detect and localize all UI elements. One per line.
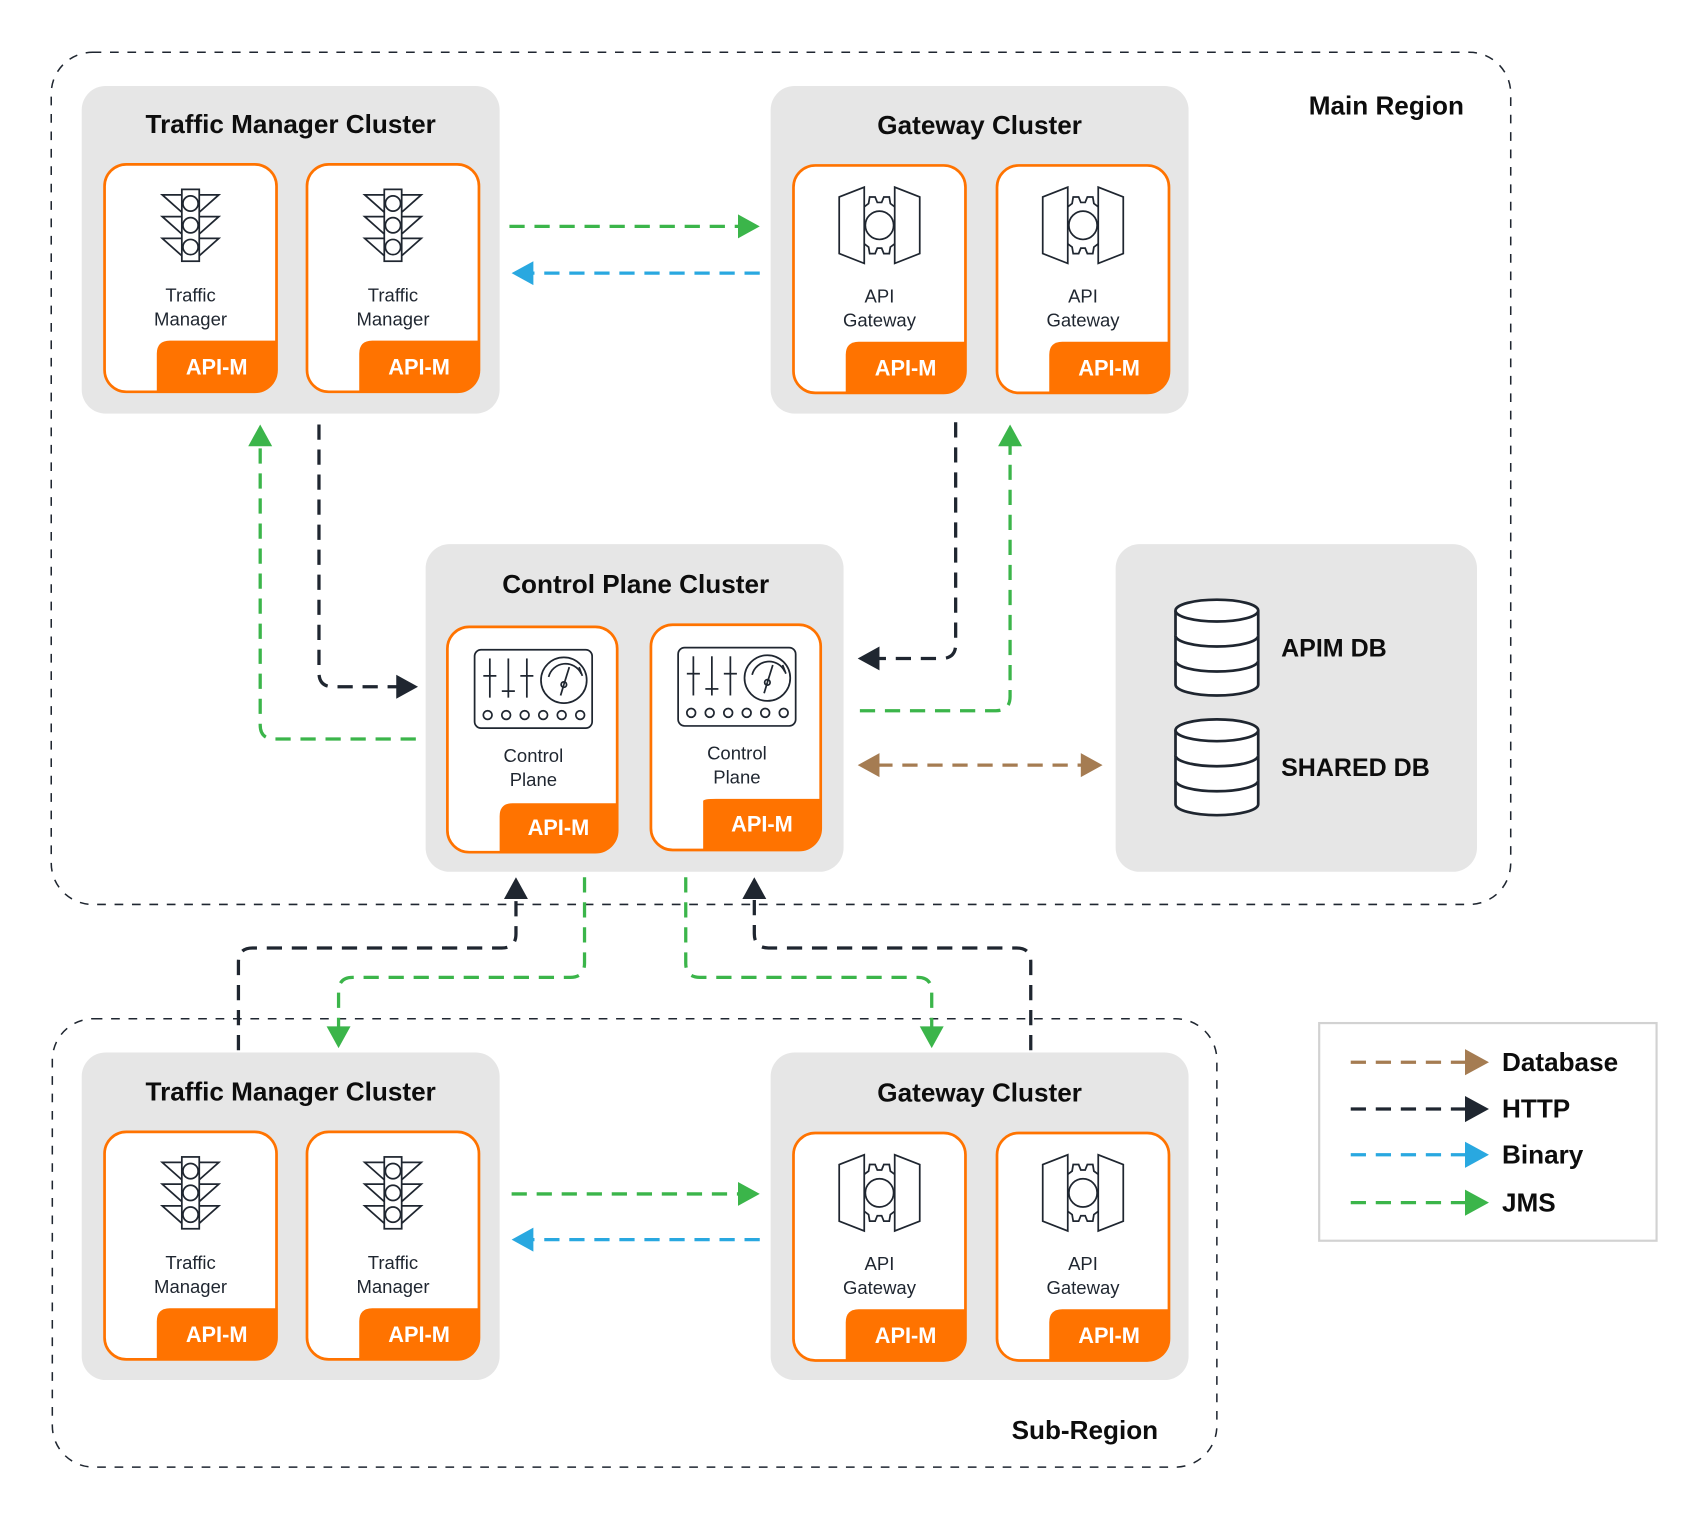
traffic-manager-node[interactable]: Traffic Manager API-M [103, 162, 278, 394]
main-gateway-cluster: Gateway Cluster API Gateway API-M API Ga… [770, 85, 1189, 414]
connector-http [752, 897, 1033, 1051]
traffic-manager-node[interactable]: Traffic Manager API-M [103, 1130, 278, 1361]
cluster-title: Gateway Cluster [877, 1077, 1082, 1107]
api-m-badge: API-M [388, 1322, 450, 1347]
shared-db[interactable]: SHARED DB [1174, 718, 1430, 817]
node-label-line2: Plane [713, 767, 760, 788]
main-region-label: Main Region [1309, 90, 1464, 120]
legend-label: Binary [1502, 1139, 1584, 1169]
arrowhead-left [511, 1227, 534, 1252]
node-label-line1: Control [504, 745, 564, 766]
node-label-line1: Traffic [368, 1252, 418, 1273]
arrowhead-up [998, 424, 1023, 447]
node-label-line2: Manager [356, 308, 429, 329]
control-plane-node[interactable]: Control Plane API-M [446, 625, 619, 854]
sub-traffic-manager-cluster: Traffic Manager Cluster Traffic Manager … [81, 1052, 500, 1381]
arrowhead-down [919, 1026, 944, 1049]
api-m-badge: API-M [528, 815, 590, 840]
cluster-title: Control Plane Cluster [502, 569, 769, 599]
legend-item-binary: Binary [1350, 1139, 1584, 1169]
connectors [236, 214, 1103, 1252]
traffic-manager-node[interactable]: Traffic Manager API-M [305, 1130, 481, 1361]
db-label: SHARED DB [1281, 754, 1430, 782]
db-label: APIM DB [1281, 634, 1387, 662]
legend-arrowhead [1465, 1095, 1489, 1123]
api-m-badge: API-M [186, 354, 248, 379]
connector-jms [258, 444, 416, 741]
api-gateway-node[interactable]: API Gateway API-M [995, 1131, 1171, 1362]
legend-label: JMS [1502, 1187, 1556, 1217]
node-label-line1: Traffic [165, 1252, 215, 1273]
apim-db[interactable]: APIM DB [1174, 598, 1387, 697]
connector-jms [336, 877, 587, 1029]
connector-jms [859, 444, 1012, 713]
api-m-badge: API-M [1078, 355, 1140, 380]
sub-region-border [51, 1017, 1218, 1468]
node-label-line1: Control [707, 743, 767, 764]
arrowhead-left [857, 753, 880, 778]
connector-http [236, 897, 518, 1051]
node-label-line1: API [1068, 1253, 1098, 1274]
arrowhead-right [737, 1181, 760, 1206]
node-label-line2: Gateway [843, 310, 917, 331]
arrowhead-up [742, 877, 767, 899]
arrowhead-right [1080, 753, 1103, 778]
legend-arrowhead [1465, 1049, 1489, 1076]
connector-jms [684, 877, 934, 1029]
node-label-line2: Gateway [1046, 310, 1120, 331]
api-m-badge: API-M [875, 1323, 937, 1348]
arrowhead-down [326, 1026, 351, 1049]
cluster-title: Traffic Manager Cluster [146, 109, 436, 139]
api-gateway-node[interactable]: API Gateway API-M [995, 164, 1171, 395]
api-m-badge: API-M [875, 355, 937, 380]
arrowhead-left [857, 646, 880, 671]
main-traffic-manager-cluster: Traffic Manager Cluster Traffic Manager … [81, 85, 500, 414]
database-icon [1174, 598, 1260, 697]
api-m-badge: API-M [1078, 1323, 1140, 1348]
node-label-line1: Traffic [165, 284, 215, 305]
api-m-badge: API-M [731, 812, 793, 837]
legend-label: Database [1502, 1047, 1618, 1077]
node-label-line2: Plane [510, 769, 557, 790]
api-m-badge: API-M [186, 1322, 248, 1347]
node-label-line2: Manager [154, 1276, 227, 1297]
arrowhead-up [503, 877, 528, 899]
api-gateway-node[interactable]: API Gateway API-M [792, 1131, 967, 1362]
node-label-line1: API [865, 1253, 895, 1274]
legend-item-database: Database [1350, 1047, 1618, 1077]
node-label-line1: Traffic [368, 284, 418, 305]
legend-arrowhead [1465, 1141, 1489, 1168]
sub-gateway-cluster: Gateway Cluster API Gateway API-M API Ga… [770, 1052, 1189, 1381]
control-plane-cluster: Control Plane Cluster Control Plane API-… [425, 544, 844, 872]
legend-item-jms: JMS [1350, 1187, 1556, 1217]
traffic-manager-node[interactable]: Traffic Manager API-M [305, 162, 481, 394]
connector-http [877, 422, 958, 661]
main-region-border [50, 51, 1512, 906]
arrowhead-up [248, 424, 273, 447]
sub-region-label: Sub-Region [1012, 1415, 1158, 1445]
control-plane-node[interactable]: Control Plane API-M [649, 623, 823, 852]
arrowhead-right [737, 214, 760, 239]
arrowhead-right [396, 674, 419, 699]
api-m-badge: API-M [388, 354, 450, 379]
node-label-line1: API [1068, 286, 1098, 307]
node-label-line1: API [865, 286, 895, 307]
database-icon [1174, 718, 1260, 817]
node-label-line2: Gateway [1046, 1277, 1120, 1298]
database-cluster: APIM DB SHARED DB [1115, 544, 1477, 872]
connector-http [317, 424, 399, 689]
arrowhead-left [511, 261, 534, 286]
legend-label: HTTP [1502, 1094, 1570, 1124]
node-label-line2: Manager [356, 1276, 429, 1297]
cluster-title: Traffic Manager Cluster [146, 1076, 436, 1106]
cluster-title: Gateway Cluster [877, 110, 1082, 140]
legend-item-http: HTTP [1350, 1094, 1570, 1124]
legend: Database HTTP Binary JMS [1318, 1021, 1658, 1242]
node-label-line2: Manager [154, 308, 227, 329]
api-gateway-node[interactable]: API Gateway API-M [792, 164, 967, 395]
legend-arrowhead [1465, 1189, 1489, 1216]
node-label-line2: Gateway [843, 1277, 917, 1298]
